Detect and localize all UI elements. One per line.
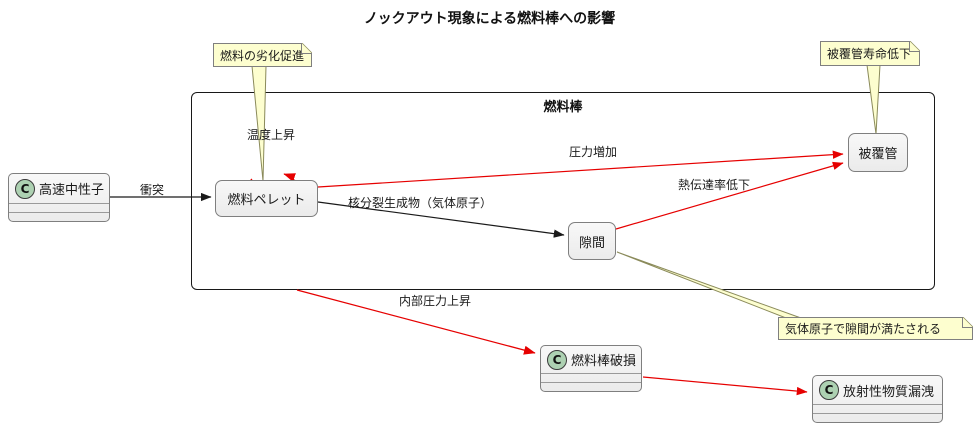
note-connector-fuel-degradation bbox=[251, 65, 267, 182]
class-radioactive-leak: C 放射性物質漏洩 bbox=[812, 375, 943, 423]
frame-fuel-rod: 燃料棒 bbox=[191, 92, 935, 290]
node-cladding: 被覆管 bbox=[848, 133, 908, 172]
class-fast-neutron-label: 高速中性子 bbox=[39, 183, 105, 198]
class-compartment bbox=[9, 212, 109, 221]
note-connector-cladding-life bbox=[866, 64, 881, 135]
node-gap: 隙間 bbox=[568, 222, 616, 260]
note-gas-fills-gap: 気体原子で隙間が満たされる bbox=[778, 317, 973, 340]
class-radioactive-leak-label: 放射性物質漏洩 bbox=[843, 384, 935, 400]
note-cladding-life-text: 被覆管寿命低下 bbox=[827, 47, 912, 61]
edge-label-heat-transfer-drop: 熱伝達率低下 bbox=[677, 178, 750, 192]
edge-fission-products-line bbox=[317, 201, 565, 238]
node-gap-label: 隙間 bbox=[578, 235, 605, 251]
class-circle-icon: C bbox=[547, 349, 567, 370]
edge-damage-to-leak-line bbox=[642, 376, 808, 396]
node-cladding-label: 被覆管 bbox=[858, 147, 898, 162]
edge-label-internal-pressure-rise: 内部圧力上昇 bbox=[398, 294, 471, 308]
class-fuel-rod-damage-header: C 燃料棒破損 bbox=[541, 346, 641, 373]
class-fast-neutron-header: C 高速中性子 bbox=[9, 174, 109, 203]
class-compartment bbox=[541, 382, 641, 391]
note-fuel-degradation: 燃料の劣化促進 bbox=[213, 43, 312, 67]
class-fast-neutron: C 高速中性子 bbox=[8, 173, 110, 222]
class-compartment bbox=[9, 203, 109, 212]
edge-internal-pressure-rise-line bbox=[296, 289, 536, 355]
class-circle-icon: C bbox=[15, 178, 35, 199]
class-compartment bbox=[813, 413, 942, 422]
edge-label-fission-products: 核分裂生成物（気体原子） bbox=[348, 196, 493, 210]
class-radioactive-leak-header: C 放射性物質漏洩 bbox=[813, 376, 942, 404]
diagram-title: ノックアウト現象による燃料棒への影響 bbox=[363, 11, 616, 27]
note-fuel-degradation-text: 燃料の劣化促進 bbox=[220, 48, 305, 63]
class-circle-icon: C bbox=[819, 380, 839, 400]
class-compartment bbox=[813, 404, 942, 413]
node-fuel-pellet-label: 燃料ペレット bbox=[227, 193, 306, 208]
edge-label-temperature-rise: 温度上昇 bbox=[246, 128, 295, 142]
note-fold-icon bbox=[962, 317, 973, 328]
class-fuel-rod-damage: C 燃料棒破損 bbox=[540, 345, 642, 392]
edge-label-collision: 衝突 bbox=[139, 183, 164, 197]
node-fuel-pellet: 燃料ペレット bbox=[215, 180, 318, 217]
edge-pressure-increase-line bbox=[317, 150, 844, 188]
note-fold-icon bbox=[909, 41, 920, 52]
class-compartment bbox=[541, 373, 641, 382]
edge-label-pressure-increase: 圧力増加 bbox=[568, 145, 617, 159]
note-connector-gas-fills-gap bbox=[616, 251, 802, 319]
frame-fuel-rod-title: 燃料棒 bbox=[543, 100, 583, 115]
edge-heat-transfer-drop-line bbox=[615, 161, 844, 230]
class-fuel-rod-damage-label: 燃料棒破損 bbox=[571, 354, 637, 369]
note-gas-fills-gap-text: 気体原子で隙間が満たされる bbox=[785, 322, 942, 336]
note-fold-icon bbox=[301, 43, 312, 54]
note-cladding-life: 被覆管寿命低下 bbox=[820, 41, 920, 66]
